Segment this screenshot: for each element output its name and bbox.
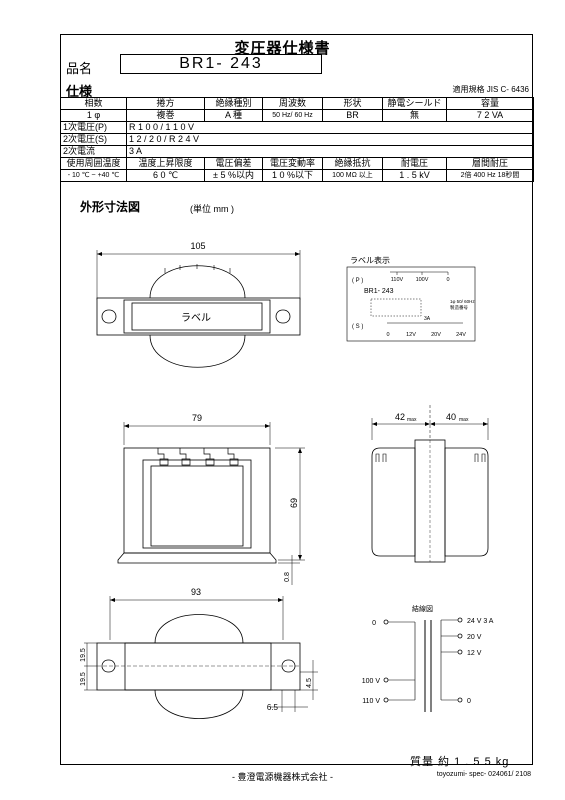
document-code: toyozumi- spec- 024061/ 2108	[436, 771, 531, 778]
label-s: ( S )	[352, 324, 363, 330]
shiyo-label: 仕様	[66, 84, 93, 99]
label-model: BR1- 243	[364, 288, 394, 295]
dim-base-thick: 0.8	[284, 572, 291, 582]
product-name: BR1- 243	[120, 54, 322, 74]
label-s-tap: 0	[386, 332, 389, 338]
wiring-out: 0	[467, 698, 471, 705]
side-view: 42 max 40 max	[371, 405, 489, 563]
dim-hole-a: 19.5	[80, 648, 87, 662]
wiring-out: 20 V	[467, 634, 482, 641]
wiring-in: 100 V	[362, 678, 381, 685]
dim-bottom-width: 93	[191, 587, 201, 597]
label-s-tap: 20V	[431, 332, 441, 338]
wiring-in: 110 V	[362, 698, 380, 705]
page-frame	[60, 34, 533, 765]
cond-header-row: 使用周囲温度 温度上昇限度 電圧偏差 電圧変動率 絶縁抵抗 耐電圧 層間耐圧	[60, 157, 534, 170]
secondary-row: 2次電圧(S) 1 2 / 2 0 / R 2 4 V	[60, 133, 534, 146]
front-view: 79 69 0.8	[117, 413, 305, 585]
page-title: 変圧器仕様書	[234, 40, 331, 57]
label-display-title: ラベル表示	[350, 255, 390, 265]
label-p-tap: 100V	[416, 277, 429, 283]
weight-text: 質量 約 1 . 5 5 kg	[410, 756, 510, 768]
label-s-tap: 24V	[456, 332, 466, 338]
spec-table: 相数 捲方 絶縁種別 周波数 形状 静電シールド 容量 1 φ 複巻 A 種 5…	[60, 97, 534, 182]
label-s-current: 3A	[424, 316, 431, 322]
dim-side-right-max: max	[459, 417, 469, 423]
unit-text: (単位 mm )	[190, 204, 234, 214]
label-p: ( P )	[352, 278, 363, 284]
dim-front-height: 69	[289, 498, 299, 508]
hinmei-label: 品名	[66, 61, 93, 76]
label-s-tap: 12V	[406, 332, 416, 338]
wiring-out: 24 V 3 A	[467, 618, 494, 625]
dim-hole-c: 4.5	[306, 678, 313, 688]
standard-text: 適用規格 JIS C- 6436	[452, 85, 529, 94]
label-freq: 1φ 50/ 60Hz	[450, 299, 475, 304]
cond-value-row: - 10 ℃ ~ +40 ℃ 6 0 ℃ ± 5 %以内 1 0 %以下 100…	[60, 169, 534, 182]
top-view: 105 ラベル	[96, 241, 301, 368]
wiring-out: 12 V	[467, 650, 482, 657]
wiring-sec-zero: 0	[372, 620, 376, 627]
label-p-tap: 110V	[391, 277, 404, 283]
cond-value: 1 . 5 kV	[382, 169, 447, 182]
label-p-tap: 0	[446, 277, 449, 283]
dim-side-left-max: max	[407, 417, 417, 423]
outline-title: 外形寸法図	[80, 200, 141, 214]
dim-front-width: 79	[192, 413, 202, 423]
label-display: ラベル表示 ( P ) 110V 100V 0 BR1- 243 1φ 50/ …	[346, 255, 475, 342]
dim-side-right: 40	[446, 412, 456, 422]
cond-value: 6 0 ℃	[126, 169, 205, 182]
cond-value: 1 0 %以下	[262, 169, 323, 182]
label-area-text: ラベル	[181, 312, 211, 324]
wiring-title: 結線図	[412, 604, 433, 613]
dim-side-left: 42	[395, 412, 405, 422]
footer-company: - 豊澄電源機器株式会社 -	[232, 772, 333, 782]
dim-hole-b: 19.5	[80, 672, 87, 686]
wiring-diagram: 結線図 0 24 V 3 A 20 V 12 V 0 100 V 110 V	[362, 604, 494, 712]
dim-top-width: 105	[190, 241, 205, 251]
cond-value: 2倍 400 Hz 18秒間	[446, 169, 534, 182]
cond-value: ± 5 %以内	[204, 169, 263, 182]
label-maker: 製造番号	[450, 304, 468, 311]
bottom-view: 93 19.5 19.5 4.5 6.5	[80, 587, 318, 719]
dim-hole-d: 6.5	[267, 703, 279, 712]
